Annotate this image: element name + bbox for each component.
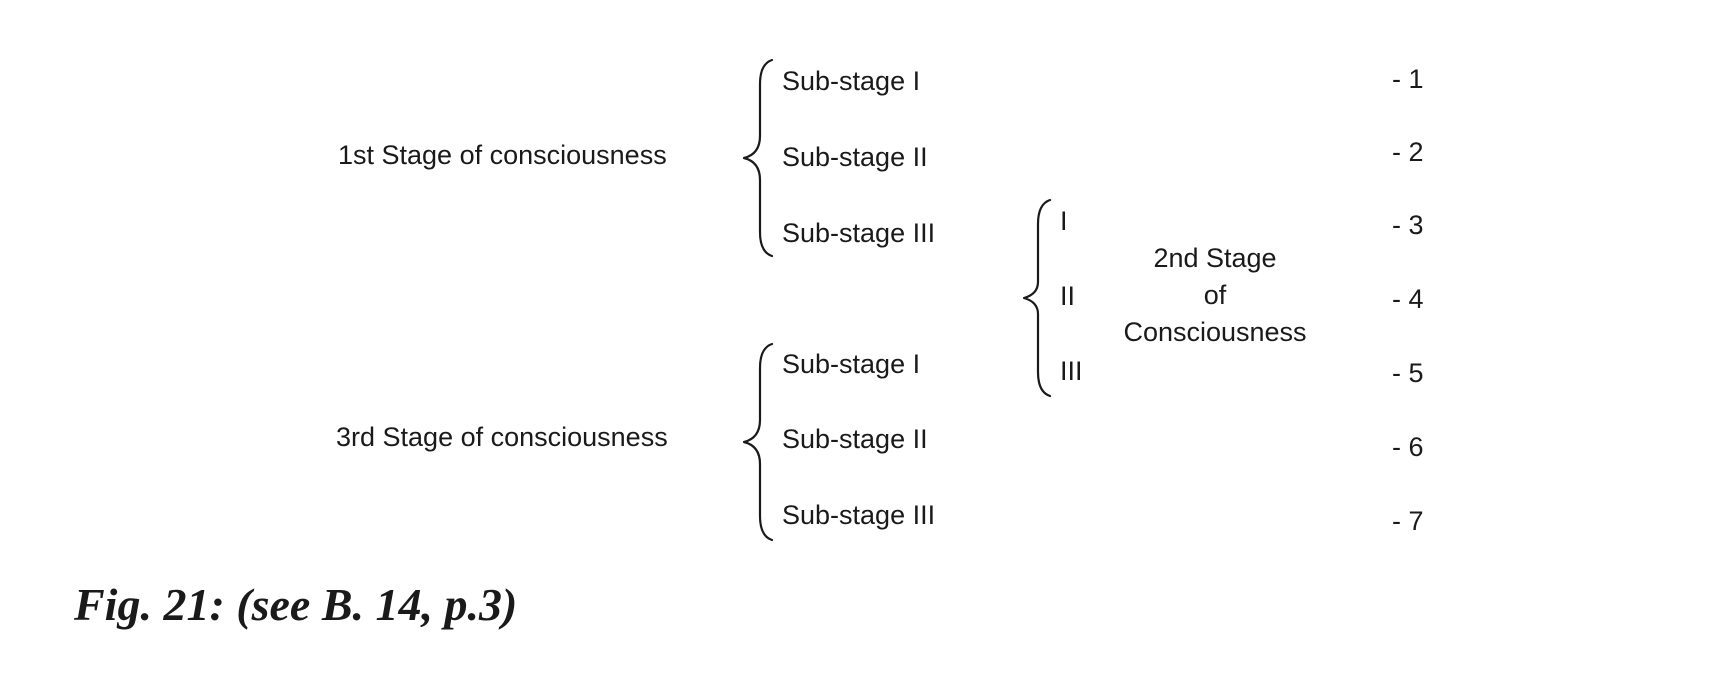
figure-caption: Fig. 21: (see B. 14, p.3): [74, 579, 518, 630]
stage2-label-line-2: of: [1203, 280, 1227, 310]
number-3: - 3: [1392, 210, 1424, 240]
number-1: - 1: [1392, 64, 1424, 94]
stage3-substage-2: Sub-stage II: [782, 424, 928, 454]
number-4: - 4: [1392, 284, 1424, 314]
stage3-substage-3: Sub-stage III: [782, 500, 936, 530]
stage3-brace: [742, 342, 774, 542]
stage3-label: 3rd Stage of consciousness: [336, 422, 668, 452]
number-5: - 5: [1392, 358, 1424, 388]
stage2-substage-2: II: [1060, 281, 1076, 311]
stage1-substage-2: Sub-stage II: [782, 142, 928, 172]
stage2-brace: [1022, 198, 1052, 398]
number-6: - 6: [1392, 432, 1424, 462]
number-7: - 7: [1392, 506, 1424, 536]
stage2-substage-3: III: [1060, 356, 1083, 386]
stage2-label-line-1: 2nd Stage: [1153, 243, 1277, 273]
number-2: - 2: [1392, 137, 1424, 167]
stage3-substage-1: Sub-stage I: [782, 349, 921, 379]
stage1-label: 1st Stage of consciousness: [338, 140, 667, 170]
stage2-substage-1: I: [1060, 206, 1068, 236]
stage2-label-line-3: Consciousness: [1123, 317, 1307, 347]
stage2-label: 2nd Stage of Consciousness: [1100, 240, 1330, 351]
stage1-substage-1: Sub-stage I: [782, 66, 921, 96]
stage1-brace: [742, 58, 774, 258]
stage1-substage-3: Sub-stage III: [782, 218, 936, 248]
